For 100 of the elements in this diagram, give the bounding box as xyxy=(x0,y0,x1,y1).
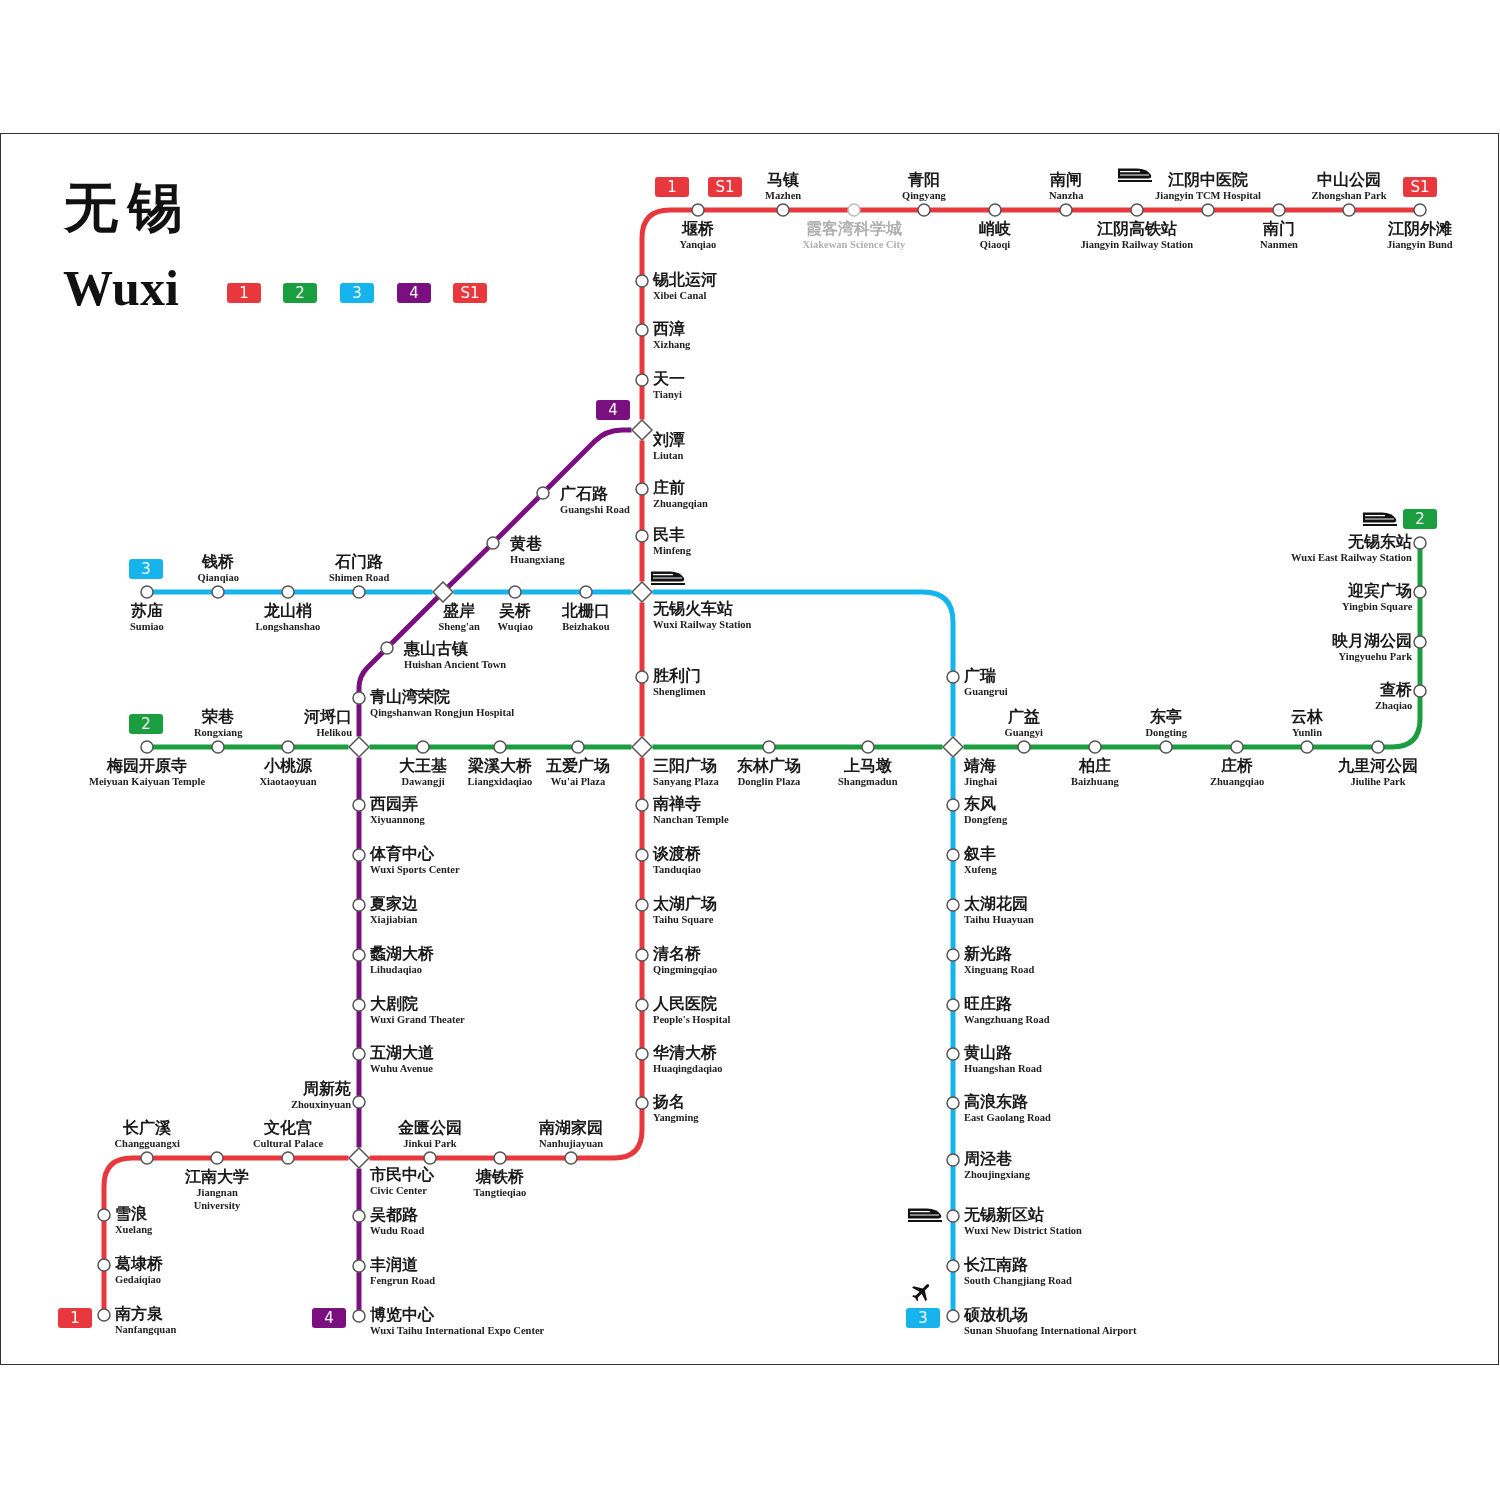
station-name: 东风 xyxy=(964,795,996,813)
station-name: 塘铁桥 xyxy=(475,1168,524,1186)
station-name: 南闸 xyxy=(1050,171,1083,189)
station-name: 峭岐 xyxy=(979,220,1011,238)
station-name-english: Jinghai xyxy=(964,775,998,788)
station-name-english: Liutan xyxy=(653,449,684,462)
metro-line xyxy=(506,1155,565,1161)
station-name-english: Zhaqiao xyxy=(1375,699,1413,712)
station-name: 南方泉 xyxy=(115,1305,163,1323)
metro-line xyxy=(1243,744,1301,750)
metro-line xyxy=(950,757,956,799)
line-number-badge: 3 xyxy=(906,1308,940,1328)
metro-line xyxy=(356,704,362,737)
map-subtitle: Wuxi xyxy=(63,260,179,316)
station-name: 西漳 xyxy=(653,320,685,338)
metro-line xyxy=(950,861,956,899)
station-name: 南门 xyxy=(1262,220,1295,238)
station-name-english: Dongfeng xyxy=(964,813,1008,826)
metro-line xyxy=(639,757,645,799)
station-name: 江阴中医院 xyxy=(1168,171,1248,189)
metro-line xyxy=(1417,549,1423,586)
metro-line xyxy=(639,1011,645,1048)
station-name: 中山公园 xyxy=(1317,171,1381,189)
station-name: 荣巷 xyxy=(202,708,235,726)
station-name-english: Helikou xyxy=(316,726,352,739)
station-name-english: Qingmingqiao xyxy=(653,963,718,976)
station-name: 周泾巷 xyxy=(964,1150,1012,1168)
station-name-english: Beizhakou xyxy=(562,620,610,633)
station-name: 扬名 xyxy=(653,1093,685,1111)
station-name-english: Xinguang Road xyxy=(964,963,1035,976)
station-name: 胜利门 xyxy=(653,667,701,685)
station-name: 高浪东路 xyxy=(964,1093,1028,1111)
metro-line xyxy=(639,683,645,737)
station-name: 江阴外滩 xyxy=(1387,220,1452,238)
line-number-badge: 1 xyxy=(227,283,261,303)
station-name-english: Sheng'an xyxy=(438,620,480,633)
station-name-english: Tanduqiao xyxy=(653,863,702,876)
metro-line xyxy=(1001,207,1060,213)
station-name-english: Zhuangqiao xyxy=(1210,775,1265,788)
station-name-english: Sanyang Plaza xyxy=(653,775,719,788)
station-name: 丰润道 xyxy=(370,1256,418,1274)
metro-line xyxy=(639,336,645,374)
metro-line xyxy=(294,744,349,750)
station-name: 梁溪大桥 xyxy=(467,757,532,775)
station-name: 新光路 xyxy=(964,945,1012,963)
station-name-english: Xiaotaoyuan xyxy=(259,775,317,788)
station-name-english: Zhouxinyuan xyxy=(291,1098,352,1111)
metro-line xyxy=(639,542,645,582)
station-name: 广益 xyxy=(1007,708,1040,726)
metro-line xyxy=(389,595,440,646)
station-name-english: Jiangnan University xyxy=(192,1186,242,1212)
station-name-english: Tianyi xyxy=(653,388,682,401)
metro-line xyxy=(429,744,494,750)
station-name: 马镇 xyxy=(767,171,800,189)
station-name-english: Wuxi New District Station xyxy=(964,1224,1082,1237)
station-name-english: Lihudaqiao xyxy=(370,963,422,976)
metro-line xyxy=(874,744,943,750)
station-name-english: Xiajiabian xyxy=(370,913,418,926)
metro-line xyxy=(584,744,632,750)
station-name-english: Wuxi Sports Center xyxy=(370,863,460,876)
station-name-english: Qingshanwan Rongjun Hospital xyxy=(370,706,515,719)
metro-line xyxy=(153,1155,211,1161)
station-name: 硕放机场 xyxy=(964,1306,1028,1324)
metro-line xyxy=(506,744,572,750)
station-name-english: Nanmen xyxy=(1260,238,1298,251)
station-name-english: Nanzha xyxy=(1049,189,1084,202)
station-name: 黄山路 xyxy=(964,1044,1012,1062)
station-name: 三阳广场 xyxy=(653,757,717,775)
station-name-english: Jiangyin Railway Station xyxy=(1080,238,1194,251)
station-name: 大剧院 xyxy=(370,995,418,1013)
metro-line xyxy=(453,589,509,595)
station-name-english: Qianqiao xyxy=(197,571,239,584)
station-name: 广瑞 xyxy=(964,667,996,685)
station-name: 庄桥 xyxy=(1221,757,1254,775)
station-name: 青山湾荣院 xyxy=(370,688,450,706)
map-title: 无锡 xyxy=(64,176,192,240)
station-name: 周新苑 xyxy=(303,1080,352,1098)
metro-line xyxy=(356,861,362,899)
metro-line xyxy=(356,650,385,692)
station-name-english: Sunan Shuofang International Airport xyxy=(964,1324,1137,1337)
line-number-badge: 4 xyxy=(397,283,431,303)
station-name-english: Dawangji xyxy=(401,775,445,788)
metro-line xyxy=(356,1168,362,1210)
metro-line xyxy=(365,589,433,595)
station-name-english: Zhuangqian xyxy=(653,497,708,510)
station-name: 葛埭桥 xyxy=(115,1255,163,1273)
station-name-english: Xiyuannong xyxy=(370,813,425,826)
station-name: 南湖家园 xyxy=(539,1119,604,1137)
station-name: 金匮公园 xyxy=(398,1119,462,1137)
metro-line xyxy=(639,811,645,849)
metro-line xyxy=(521,589,580,595)
station-name: 盛岸 xyxy=(443,602,476,620)
station-name-english: Rongxiang xyxy=(194,726,243,739)
metro-line xyxy=(950,961,956,999)
station-name-english: Guangshi Road xyxy=(560,503,630,516)
station-name-english: Wuqiao xyxy=(497,620,533,633)
station-name: 黄巷 xyxy=(510,535,542,553)
station-name-english: Meiyuan Kaiyuan Temple xyxy=(89,775,206,788)
station-name: 堰桥 xyxy=(681,220,714,238)
station-name-english: Wuxi Railway Station xyxy=(653,618,752,631)
